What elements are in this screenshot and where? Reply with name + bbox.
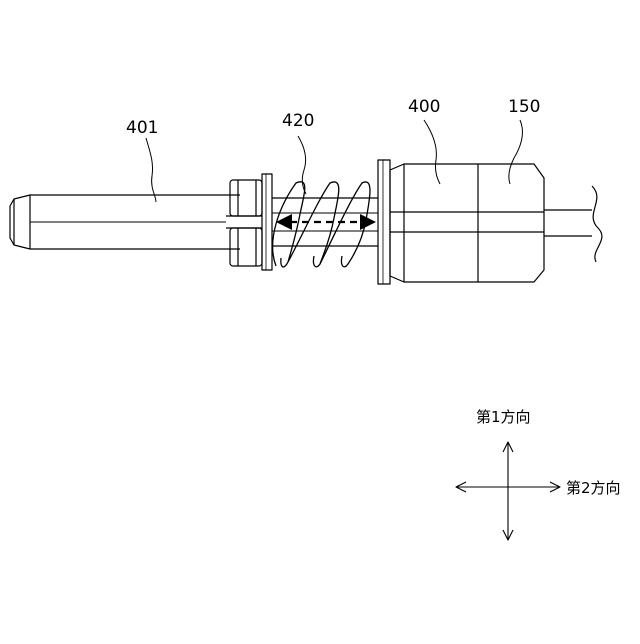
cap-150 <box>478 164 544 282</box>
movement-arrow <box>276 214 376 230</box>
direction-indicator <box>456 442 560 540</box>
leader-lines <box>146 120 522 202</box>
rod-collar <box>226 180 262 266</box>
left-flange <box>262 174 272 270</box>
second-direction-label: 第2方向 <box>566 479 621 497</box>
first-direction-label: 第1方向 <box>476 408 531 426</box>
body-400 <box>390 164 478 282</box>
rod-401 <box>10 195 240 249</box>
label-400: 400 <box>408 97 440 117</box>
right-flange <box>378 160 390 284</box>
label-401: 401 <box>126 118 158 138</box>
label-150: 150 <box>508 97 540 117</box>
cable <box>544 186 602 262</box>
label-420: 420 <box>282 111 314 131</box>
